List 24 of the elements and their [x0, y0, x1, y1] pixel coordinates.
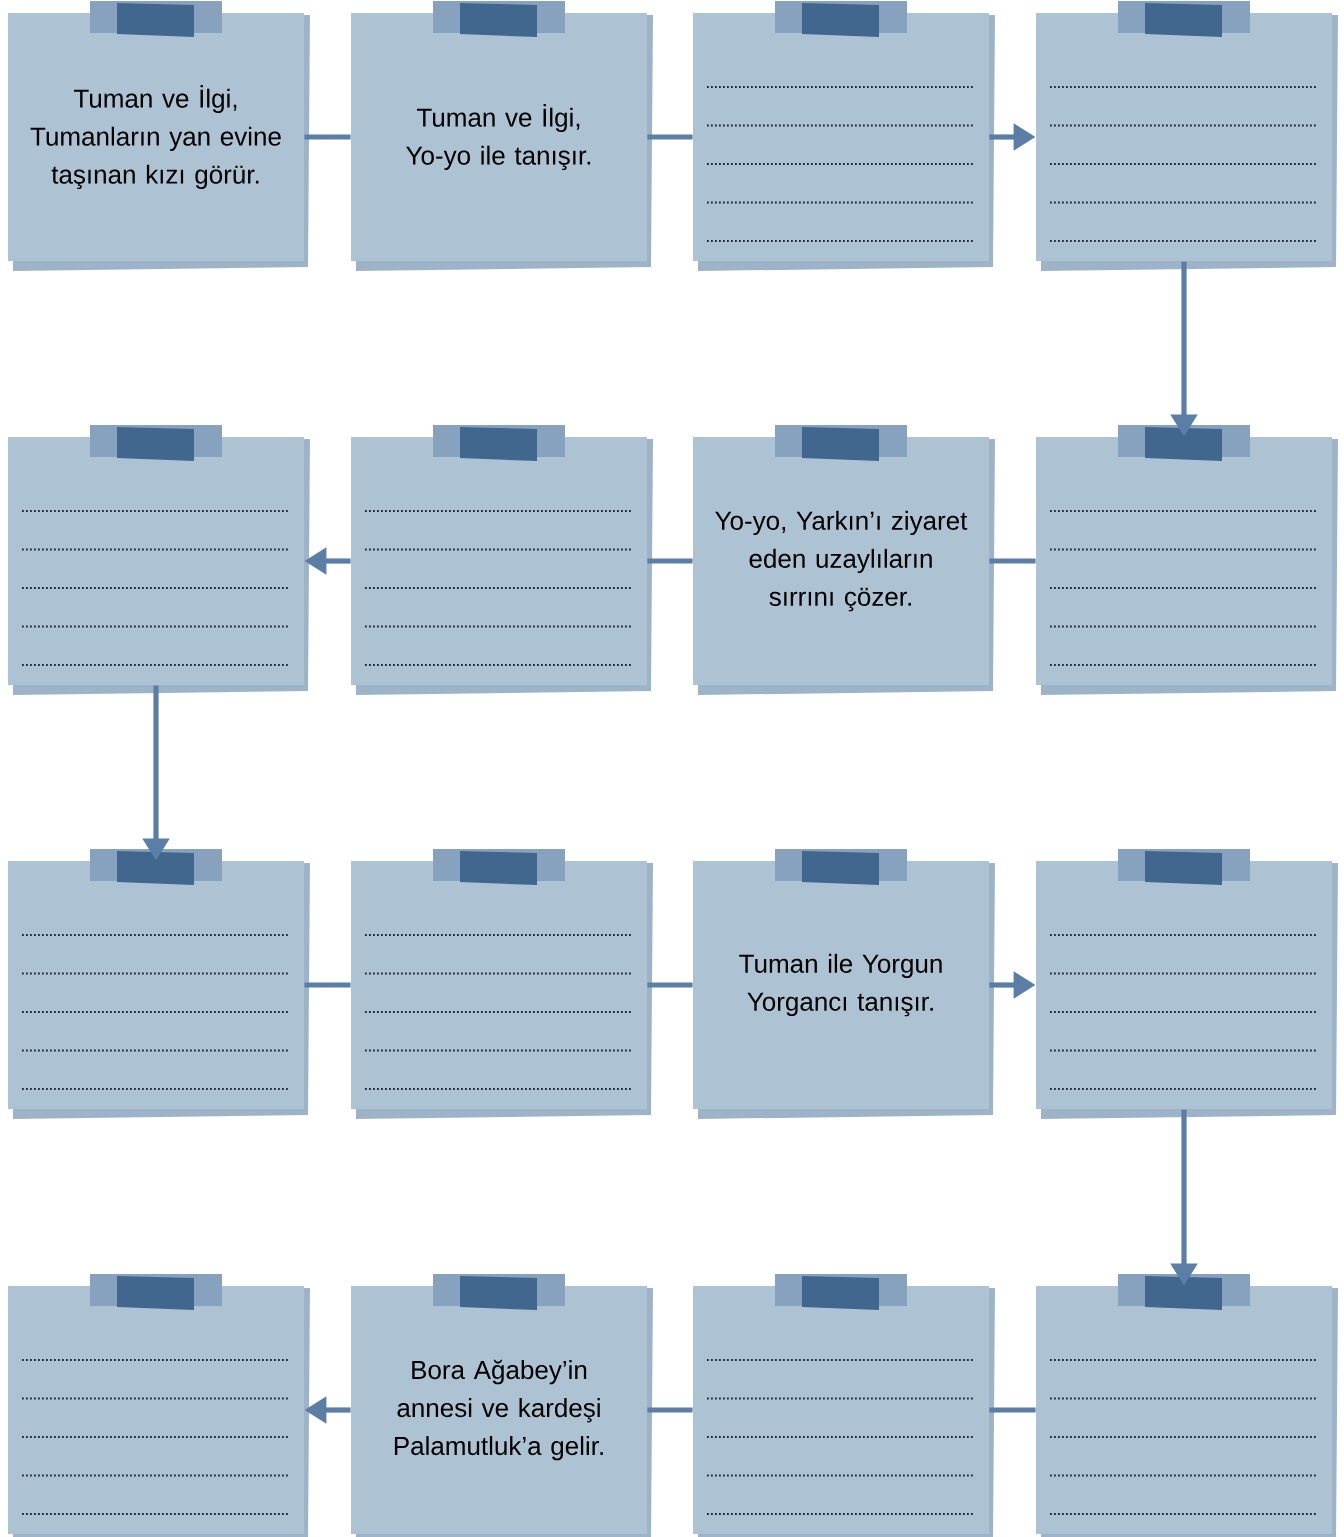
sticky-note — [693, 1274, 995, 1537]
sticky-note: Tuman ile Yorgun Yorgancı tanışır. — [693, 849, 995, 1119]
sticky-note — [8, 1274, 310, 1537]
sticky-note — [693, 1, 995, 271]
sticky-note — [8, 849, 310, 1119]
sticky-note — [8, 425, 310, 695]
sticky-note: Tuman ve İlgi, Yo-yo ile tanışır. — [351, 1, 653, 271]
connector-line — [647, 982, 693, 988]
sticky-note: Tuman ve İlgi, Tumanların yan evine taşınan kızı görür. — [8, 1, 310, 271]
connector-line — [647, 558, 693, 564]
connector-line — [647, 1407, 693, 1413]
sticky-note — [351, 425, 653, 695]
sticky-note: Bora Ağabey’in annesi ve kardeşi Palamutluk’a gelir. — [351, 1274, 653, 1537]
sticky-note: Yo-yo, Yarkın’ı ziyaret eden uzaylıların sırrını çözer. — [693, 425, 995, 695]
sticky-note — [1036, 1274, 1338, 1537]
connector-line — [304, 134, 351, 140]
sticky-note — [1036, 1, 1338, 271]
connector-line — [989, 558, 1036, 564]
sticky-note — [351, 849, 653, 1119]
sticky-note — [1036, 849, 1338, 1119]
sticky-note — [1036, 425, 1338, 695]
connector-line — [647, 134, 693, 140]
connector-line — [304, 982, 351, 988]
connector-line — [989, 1407, 1036, 1413]
